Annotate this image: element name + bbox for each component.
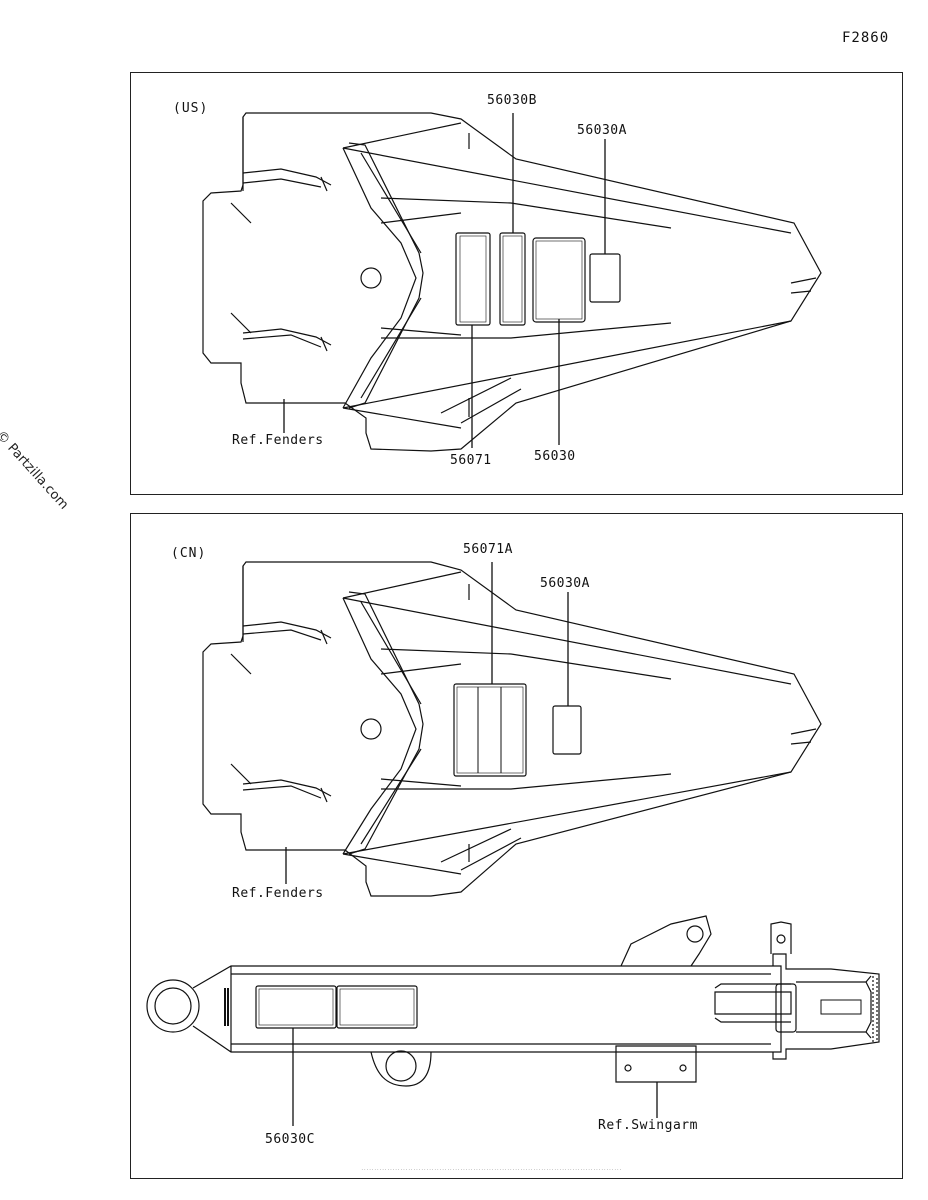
- callout-56030a: 56030A: [577, 123, 627, 138]
- watermark: © Partzilla.com: [0, 428, 72, 513]
- panel-us: (US) 56030B 56030A 56071 56030 Ref.Fende…: [130, 72, 903, 495]
- callout-56030c: 56030C: [265, 1132, 315, 1147]
- region-label-cn: (CN): [171, 546, 207, 561]
- rear-fender-and-swingarm-drawing-cn: [146, 561, 880, 1126]
- figure-id: F2860: [842, 30, 890, 46]
- callout-56030a-cn: 56030A: [540, 576, 590, 591]
- ref-swingarm: Ref.Swingarm: [598, 1118, 698, 1133]
- ref-fenders-us: Ref.Fenders: [232, 433, 324, 448]
- callout-56030b: 56030B: [487, 93, 537, 108]
- rear-fender-drawing-us: [202, 112, 822, 452]
- fine-print: ........................................…: [361, 1166, 622, 1171]
- callout-56030: 56030: [534, 449, 576, 464]
- callout-56071: 56071: [450, 453, 492, 468]
- region-label-us: (US): [173, 101, 209, 116]
- callout-56071a: 56071A: [463, 542, 513, 557]
- panel-cn: (CN) 56071A 56030A Ref.Fenders 56030C Re…: [130, 513, 903, 1179]
- ref-fenders-cn: Ref.Fenders: [232, 886, 324, 901]
